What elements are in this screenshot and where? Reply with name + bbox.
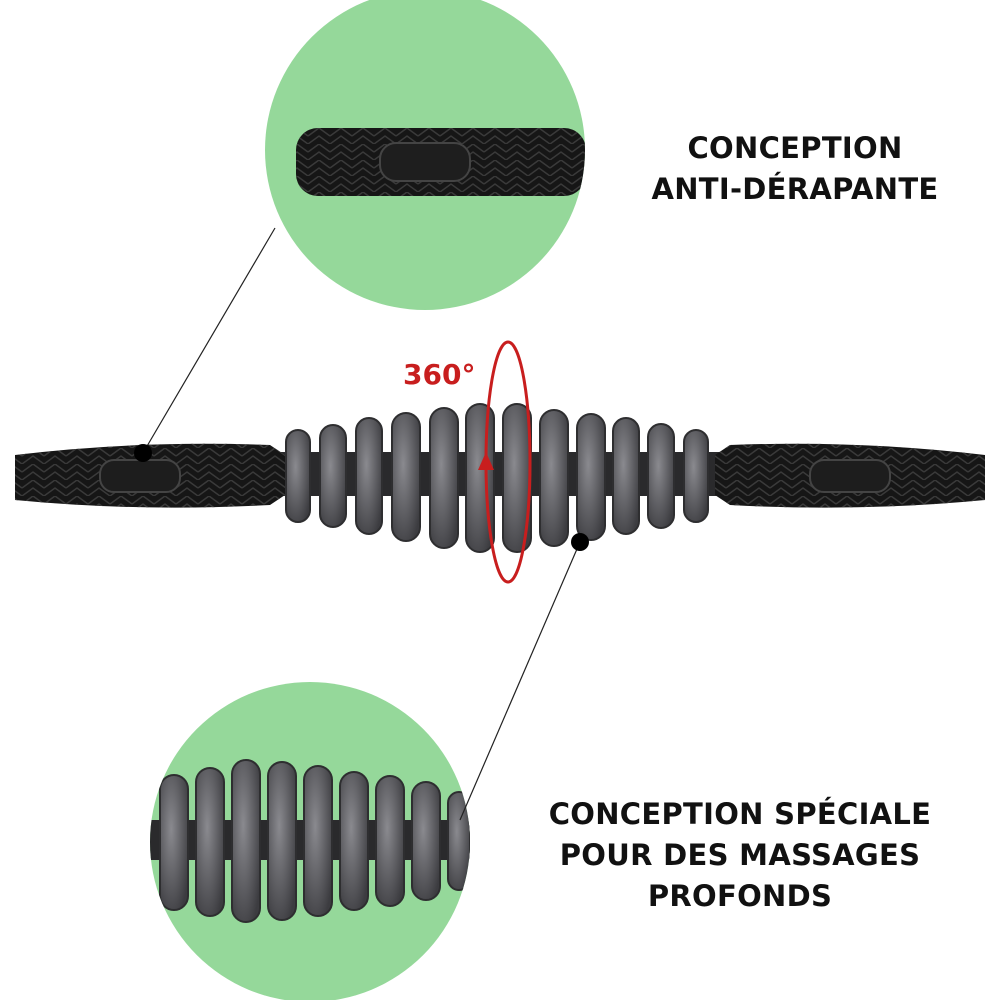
detail-circle-grip bbox=[265, 0, 585, 310]
caption-line: CONCEPTION SPÉCIALE bbox=[548, 797, 932, 831]
caption-line: PROFONDS bbox=[647, 879, 833, 913]
caption-line: ANTI-DÉRAPANTE bbox=[651, 172, 939, 206]
rotation-label: 360° bbox=[403, 358, 476, 391]
caption-line: CONCEPTION bbox=[687, 131, 903, 165]
massage-roller-stick bbox=[15, 340, 985, 584]
anti-slip-caption: CONCEPTION ANTI-DÉRAPANTE bbox=[620, 128, 970, 210]
detail-circle-roller bbox=[150, 682, 470, 1000]
deep-massage-caption: CONCEPTION SPÉCIALE POUR DES MASSAGES PR… bbox=[530, 794, 950, 917]
caption-line: POUR DES MASSAGES bbox=[559, 838, 921, 872]
